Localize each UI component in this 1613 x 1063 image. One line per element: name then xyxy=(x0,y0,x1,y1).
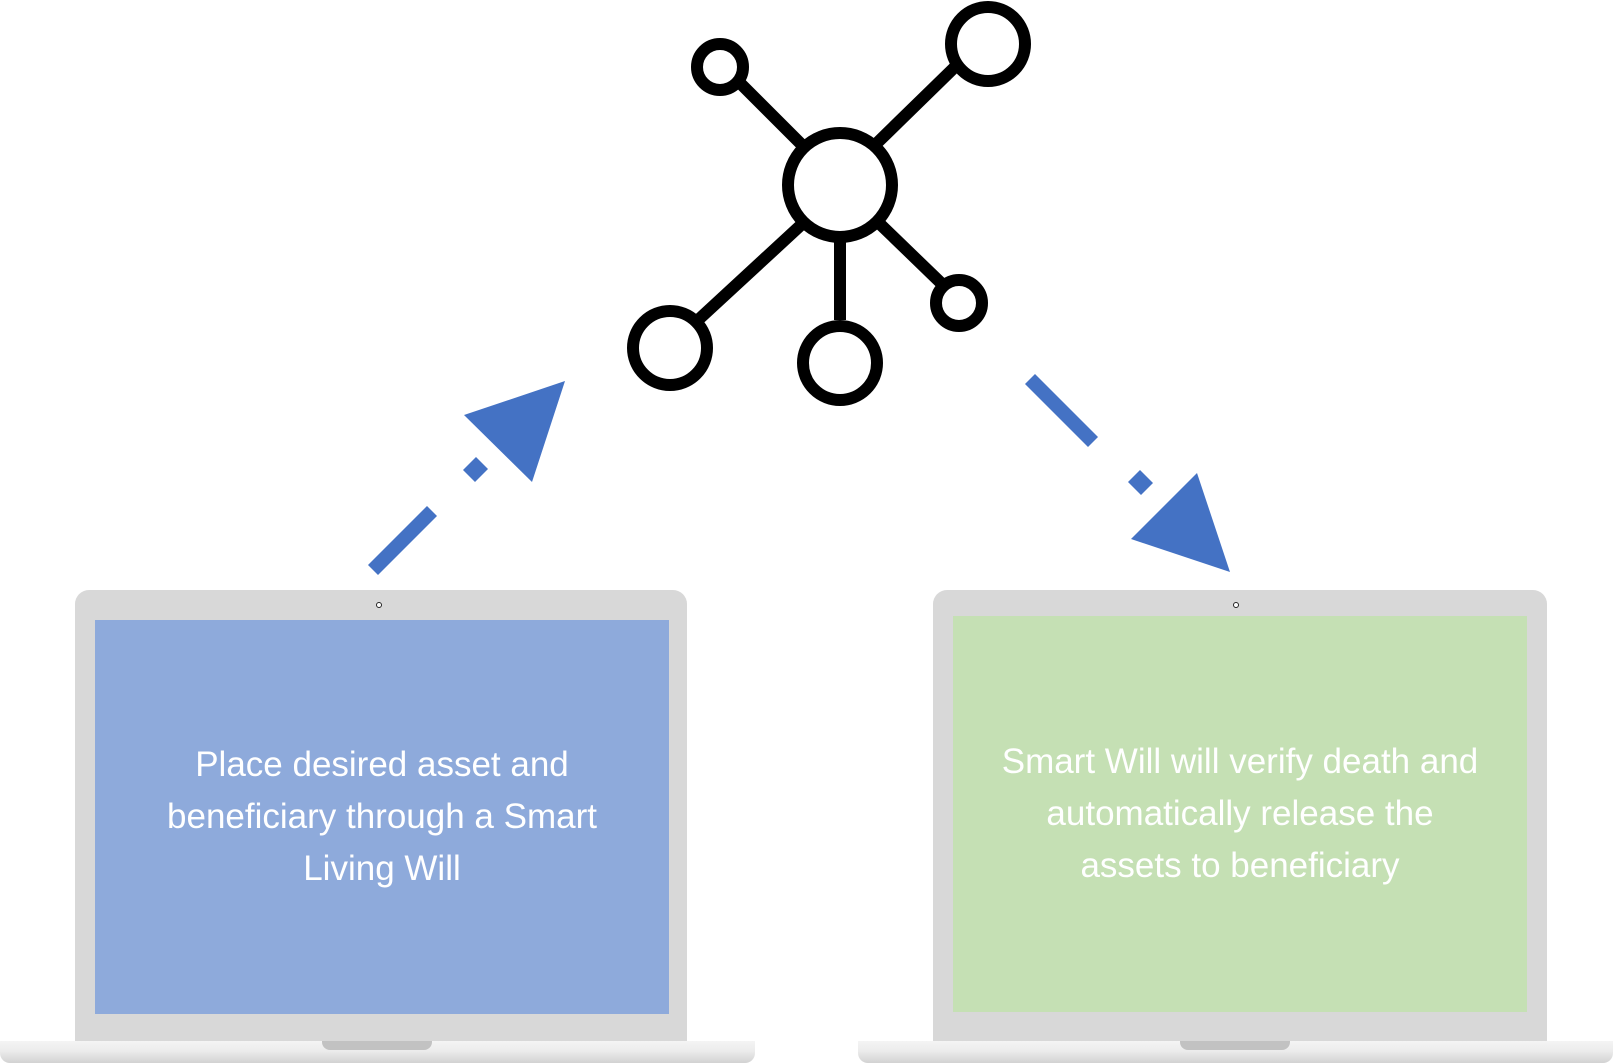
network-node-bottom-left xyxy=(627,305,713,391)
network-node-bottom-center xyxy=(797,320,883,406)
laptop-left-screen: Place desired asset and beneficiary thro… xyxy=(95,620,669,1014)
laptop-right-screen: Smart Will will verify death and automat… xyxy=(953,616,1527,1012)
arrow-down-right-head xyxy=(1131,473,1230,572)
network-link-top-right xyxy=(871,58,964,149)
network-hub-icon xyxy=(627,1,1031,406)
laptop-right-notch xyxy=(1180,1041,1290,1050)
network-link-bottom-left xyxy=(692,220,806,326)
laptop-left-camera xyxy=(376,602,382,608)
laptop-right-camera xyxy=(1233,602,1239,608)
arrow-down-right-dash-long xyxy=(1025,374,1098,447)
arrow-down-right xyxy=(1025,374,1230,572)
laptop-left-text: Place desired asset and beneficiary thro… xyxy=(167,745,597,888)
network-link-bottom-right xyxy=(876,220,947,289)
network-link-top-left xyxy=(735,78,806,149)
arrow-up-right xyxy=(368,381,565,575)
arrow-down-right-dash-short xyxy=(1128,470,1153,495)
laptop-right-base xyxy=(858,1041,1613,1063)
laptop-left-notch xyxy=(322,1041,432,1050)
arrow-up-right-head xyxy=(464,381,565,482)
arrow-up-right-dash-long xyxy=(368,506,437,575)
network-node-bottom-right xyxy=(930,274,988,332)
network-node-top-right xyxy=(945,1,1031,87)
laptop-right-text: Smart Will will verify death and automat… xyxy=(1001,742,1479,885)
arrow-up-right-dash-short xyxy=(463,457,488,482)
network-node-top-left xyxy=(691,38,749,96)
laptop-left-base xyxy=(0,1041,755,1063)
network-node-center xyxy=(782,127,898,243)
